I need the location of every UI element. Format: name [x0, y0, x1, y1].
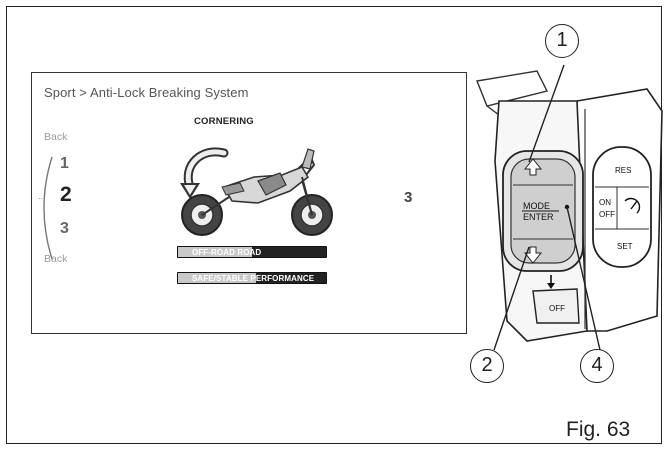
menu-option-1[interactable]: 1 [60, 155, 69, 172]
set-button-label[interactable]: SET [617, 242, 633, 251]
offroad-road-label: OFF-ROAD ROAD [192, 248, 262, 257]
menu-option-3[interactable]: 3 [60, 220, 69, 237]
offroad-road-bar-fill [178, 247, 252, 257]
enter-button-label[interactable]: ENTER [523, 212, 554, 222]
menu-option-2-selected[interactable]: 2 [60, 183, 72, 206]
cornering-label: CORNERING [194, 116, 254, 127]
back-option-top[interactable]: Back [44, 131, 68, 143]
abs-level-value: 3 [404, 189, 413, 206]
motorcycle-cornering-icon [180, 147, 333, 236]
handlebar-switchgear-icon: MODE ENTER RES ON OFF SET OFF [476, 70, 663, 342]
safe-performance-label: SAFE/STABLE PERFORMANCE [192, 274, 315, 283]
selector-arc-icon [43, 156, 53, 260]
res-button-label[interactable]: RES [615, 166, 631, 175]
callout-leader-lines [493, 64, 601, 351]
safe-performance-bar-fill [178, 273, 257, 283]
figure-frame: Sport > Anti-Lock Breaking System Back 1… [6, 6, 663, 444]
on-button-label[interactable]: ON [599, 198, 611, 207]
callout-1: 1 [545, 24, 579, 58]
off-button-label[interactable]: OFF [599, 210, 615, 219]
back-option-bottom[interactable]: Back [44, 253, 68, 265]
menu-breadcrumb: Sport > Anti-Lock Breaking System [44, 85, 249, 100]
selector-dots: ... [38, 191, 46, 201]
callout-4: 4 [580, 349, 614, 383]
mode-button-label[interactable]: MODE [523, 201, 550, 211]
safe-performance-bar: SAFE/STABLE PERFORMANCE [177, 272, 327, 284]
offroad-road-bar: OFF-ROAD ROAD [177, 246, 327, 258]
key-off-label: OFF [549, 304, 565, 313]
callout-2: 2 [470, 349, 504, 383]
dashboard-display: Sport > Anti-Lock Breaking System Back 1… [31, 72, 467, 334]
figure-caption: Fig. 63 [566, 418, 631, 441]
